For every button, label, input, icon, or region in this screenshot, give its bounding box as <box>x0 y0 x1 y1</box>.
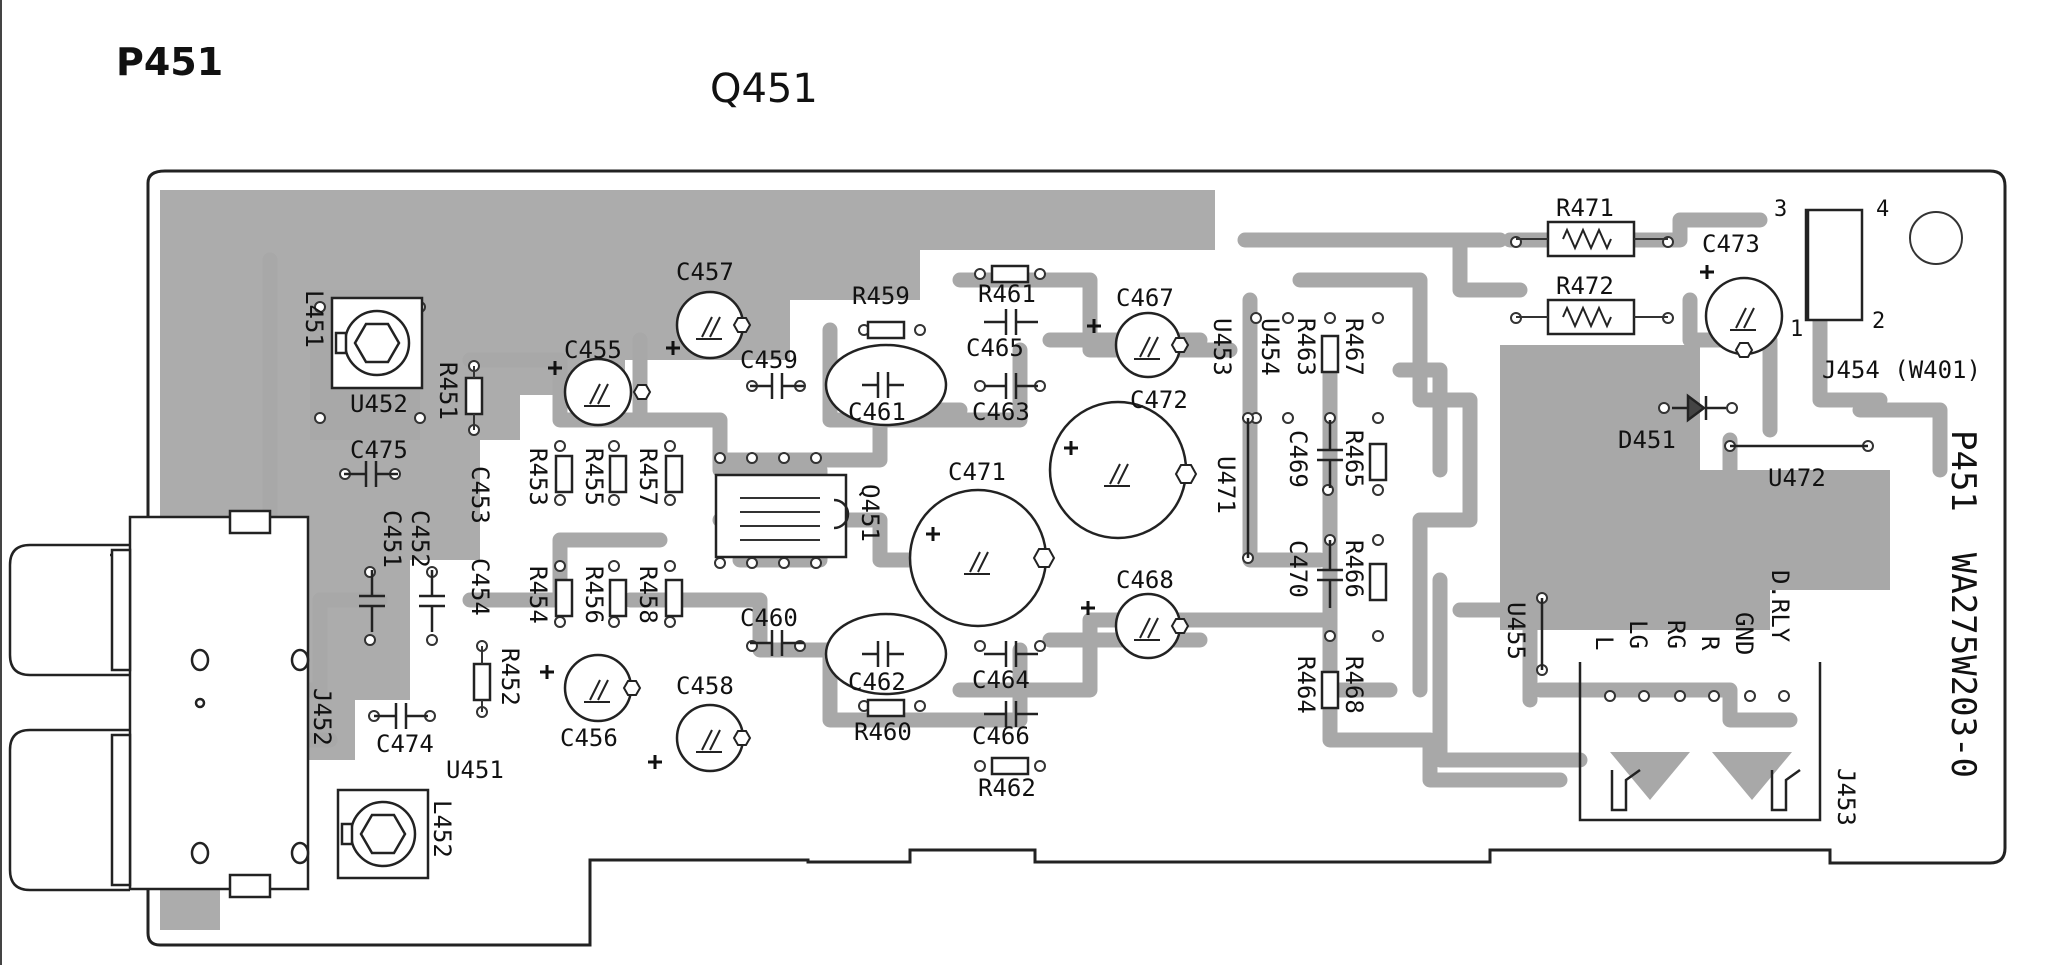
label-r455: R455 <box>580 448 608 506</box>
label-c473: C473 <box>1702 230 1760 258</box>
label-c454: C454 <box>466 558 494 616</box>
label-c469: C469 <box>1284 430 1312 488</box>
label-r454: R454 <box>524 566 552 624</box>
label-c471: C471 <box>948 458 1006 486</box>
j453-pin-gnd: GND <box>1730 612 1758 655</box>
j453-pin-drly: D.RLY <box>1766 570 1794 643</box>
label-r451: R451 <box>434 362 462 420</box>
label-r452: R452 <box>496 648 524 706</box>
r472-resistor <box>1516 298 1668 336</box>
resistors <box>464 264 1388 776</box>
label-c459: C459 <box>740 346 798 374</box>
j453-pin-l: L <box>1590 636 1618 650</box>
label-u453: U453 <box>1208 318 1236 376</box>
j454-pin-3: 3 <box>1774 197 1787 222</box>
j452-jack <box>8 509 310 899</box>
board-heading: P451 <box>116 40 224 84</box>
q451-leads <box>740 497 820 541</box>
label-q451-board: Q451 <box>856 484 884 542</box>
label-r466: R466 <box>1340 540 1368 598</box>
resistor-leads <box>473 366 483 712</box>
label-r459: R459 <box>852 282 910 310</box>
label-c455: C455 <box>564 336 622 364</box>
label-r472: R472 <box>1556 272 1614 300</box>
j454-pin-1: 1 <box>1790 317 1803 342</box>
label-c456: C456 <box>560 724 618 752</box>
label-l452: L452 <box>428 800 456 858</box>
label-r467: R467 <box>1340 318 1368 376</box>
l452-coil <box>336 788 430 880</box>
label-c464: C464 <box>972 666 1030 694</box>
label-c457: C457 <box>676 258 734 286</box>
label-r457: R457 <box>634 448 662 506</box>
label-u472: U472 <box>1768 464 1826 492</box>
transistor-heading: Q451 <box>710 66 818 112</box>
label-c462: C462 <box>848 668 906 696</box>
r471-resistor <box>1516 220 1668 258</box>
oval-capacitors <box>824 343 948 696</box>
label-c451: C451 <box>378 510 406 568</box>
label-c468: C468 <box>1116 566 1174 594</box>
ceramic-capacitors <box>344 309 1343 729</box>
label-u451: U451 <box>446 756 504 784</box>
j454-pin-2: 2 <box>1872 309 1885 334</box>
label-c475: C475 <box>350 436 408 464</box>
d451-diode <box>1672 393 1726 423</box>
label-j453: J453 <box>1832 768 1860 826</box>
label-c453: C453 <box>466 466 494 524</box>
label-c465: C465 <box>966 334 1024 362</box>
label-c467: C467 <box>1116 284 1174 312</box>
jumper-wires <box>1246 418 1544 670</box>
label-r468: R468 <box>1340 656 1368 714</box>
j453-pin-r: R <box>1696 636 1724 651</box>
label-r465: R465 <box>1340 430 1368 488</box>
label-r462: R462 <box>978 774 1036 802</box>
label-d451: D451 <box>1618 426 1676 454</box>
label-r463: R463 <box>1292 318 1320 376</box>
mounting-hole <box>1909 211 1963 265</box>
j454-pin-4: 4 <box>1876 197 1889 222</box>
label-c463: C463 <box>972 398 1030 426</box>
label-l451: L451 <box>300 290 328 348</box>
label-j454: J454 (W401) <box>1822 356 1981 384</box>
label-c466: C466 <box>972 722 1030 750</box>
label-u455: U455 <box>1502 602 1530 660</box>
label-u454: U454 <box>1256 318 1284 376</box>
j453-connector <box>1578 662 1822 822</box>
q451-ic <box>714 473 850 559</box>
label-r464: R464 <box>1292 656 1320 714</box>
label-r453: R453 <box>524 448 552 506</box>
l451-coil <box>330 296 424 390</box>
label-c458: C458 <box>676 672 734 700</box>
j453-pin-rg: RG <box>1662 620 1690 649</box>
label-c474: C474 <box>376 730 434 758</box>
label-r461: R461 <box>978 280 1036 308</box>
label-r460: R460 <box>854 718 912 746</box>
label-c461: C461 <box>848 398 906 426</box>
label-c470: C470 <box>1284 540 1312 598</box>
label-c452: C452 <box>406 510 434 568</box>
label-j452: J452 <box>308 688 336 746</box>
label-r458: R458 <box>634 566 662 624</box>
label-u471: U471 <box>1212 456 1240 514</box>
label-c472: C472 <box>1130 386 1188 414</box>
label-c460: C460 <box>740 604 798 632</box>
j454-connector <box>1804 208 1864 322</box>
label-r471: R471 <box>1556 194 1614 222</box>
hex-pads <box>622 317 1754 746</box>
label-r456: R456 <box>580 566 608 624</box>
label-u452: U452 <box>350 390 408 418</box>
board-marking: P451 WA275W203-0 <box>1943 430 1983 778</box>
polarity-marks <box>540 265 1714 769</box>
pads <box>314 209 1874 772</box>
j453-pin-lg: LG <box>1624 620 1652 649</box>
